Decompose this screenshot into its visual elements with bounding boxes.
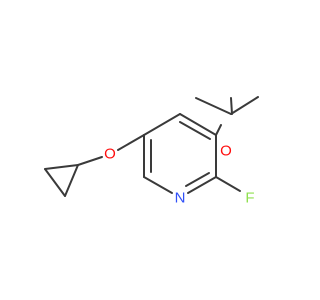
- bond-cyclopropyl-1: [44, 168, 66, 197]
- bond-ring-c2-fluorine: [215, 176, 241, 192]
- atom-label-fluorine: F: [245, 190, 254, 207]
- bond-ring-c2-n: [187, 176, 217, 194]
- bond-isopropyl-methyl-left: [195, 97, 232, 115]
- bond-ring-c5-c4: [143, 113, 181, 136]
- bond-ring-c4-c3: [179, 113, 217, 136]
- atom-label-oxygen-isopropoxy: O: [220, 143, 232, 160]
- bond-cyclopropyl-3: [44, 164, 79, 170]
- bond-isopropyl-methyl-right: [230, 96, 259, 115]
- bond-cyclopropyl-2: [64, 164, 79, 197]
- atom-labels: O O N F: [104, 143, 254, 207]
- bond-ring-c2-n-inner: [185, 172, 210, 187]
- atom-label-oxygen-cyclopropoxy: O: [104, 146, 116, 163]
- atom-label-nitrogen: N: [175, 190, 186, 207]
- bond-lines: [44, 96, 259, 197]
- bond-oxygen-isopropyl: [230, 97, 233, 115]
- bond-ring-n-c6: [143, 176, 173, 194]
- bond-cyclopropyl-oxygen: [77, 156, 103, 166]
- bond-oxygen-ring-c5: [117, 134, 145, 151]
- chemical-structure: O O N F: [44, 96, 259, 207]
- bond-ring-c4-c3-inner: [179, 121, 211, 140]
- bond-ring-c3-oxygen: [215, 124, 222, 136]
